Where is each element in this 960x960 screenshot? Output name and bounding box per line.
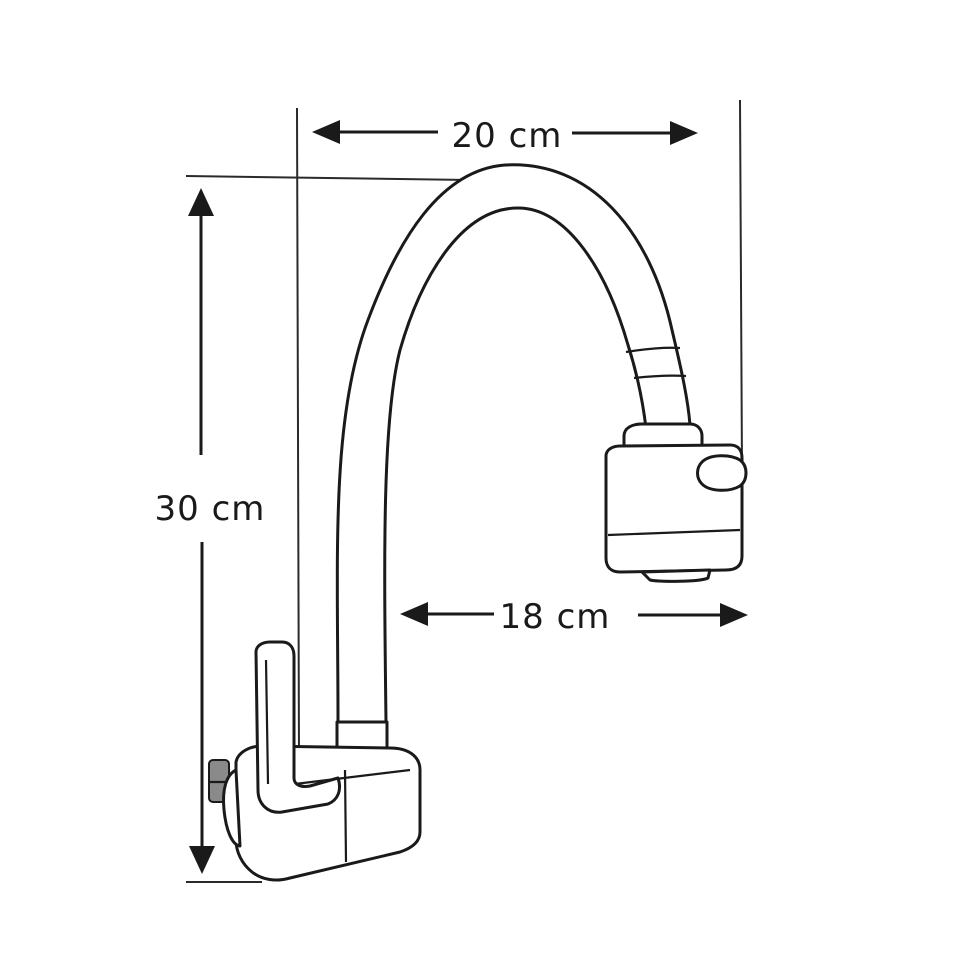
reach-arrow-left-head	[400, 602, 428, 626]
spray-nozzle	[640, 568, 712, 583]
lever-inner-edge	[264, 659, 270, 785]
width-arrow-left-head	[312, 120, 340, 144]
faucet-illustration	[208, 163, 748, 882]
top-horizontal-guide	[185, 175, 471, 181]
dimension-height-left: 30 cm	[155, 188, 266, 874]
extension-lines	[185, 99, 743, 883]
width-arrow-right-head	[670, 121, 698, 145]
height-arrow-top-head	[188, 188, 214, 216]
height-label: 30 cm	[155, 489, 266, 529]
valve-body-seam	[343, 769, 348, 863]
dimension-width-top: 20 cm	[312, 116, 698, 156]
dimension-reach: 18 cm	[400, 597, 748, 637]
height-arrow-bottom-head	[189, 846, 215, 874]
spray-mode-button-icon	[696, 454, 748, 492]
left-vertical-guide	[296, 107, 300, 761]
width-label: 20 cm	[452, 116, 563, 156]
right-vertical-guide	[739, 99, 743, 471]
lever-handle	[254, 640, 342, 814]
spout-band-bottom	[633, 374, 687, 380]
reach-label: 18 cm	[500, 597, 611, 637]
spray-head-seam	[607, 528, 741, 537]
reach-arrow-right-head	[720, 603, 748, 627]
aerator-neck	[622, 422, 704, 452]
valve-body-side	[222, 768, 242, 848]
spout-band-top	[625, 346, 681, 354]
